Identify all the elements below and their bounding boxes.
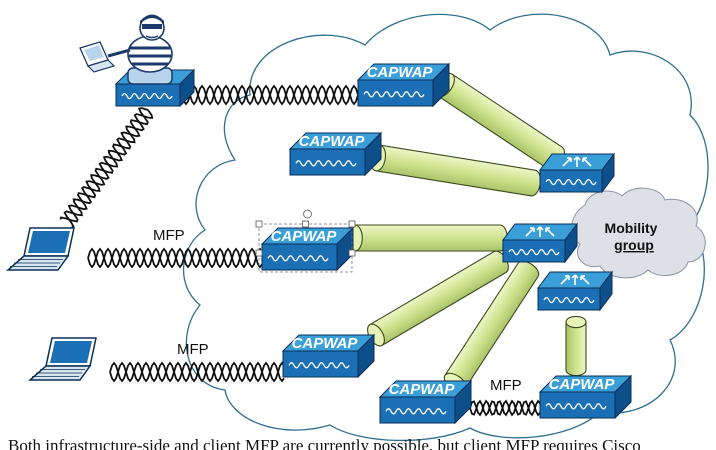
access-point-icon: CAPWAP (255, 209, 356, 273)
rogue-attacker (79, 14, 173, 85)
access-point-icon: CAPWAP (378, 379, 473, 425)
wireless-link-icon (87, 247, 263, 269)
figure-caption: Both infrastructure-side and client MFP … (8, 436, 641, 450)
wireless-link-icon (59, 107, 154, 229)
wireless-link-icon (469, 399, 543, 417)
thief-icon (79, 14, 173, 85)
mfp-link-label: MFP (177, 341, 209, 358)
wireless-link-layer (59, 84, 543, 417)
controller-icon (539, 152, 615, 194)
access-point-icon: CAPWAP (281, 333, 376, 379)
mobility-group-cloud: Mobility group (570, 187, 706, 279)
laptop-icon (28, 337, 97, 381)
access-point-label: CAPWAP (549, 376, 616, 393)
controller-icon (502, 222, 578, 264)
access-point-icon: CAPWAP (356, 62, 451, 108)
laptop-icon (6, 227, 75, 271)
access-point-label: CAPWAP (271, 228, 338, 245)
wireless-cloud-outline (182, 13, 709, 442)
device-layer: CAPWAP CAPWAP CAPWAP CAPWAP CAPWAP CAPWAP (6, 62, 633, 425)
mfp-link-label: MFP (490, 377, 522, 394)
tunnel-icon (565, 315, 587, 377)
access-point-label: CAPWAP (367, 64, 434, 81)
mobility-group-label-line2: group (614, 237, 654, 253)
cloud-icon (570, 187, 706, 279)
mobility-group-label-line1: Mobility (605, 220, 658, 236)
wireless-link-icon (181, 84, 359, 106)
tunnel-icon (369, 144, 542, 197)
access-point-icon: CAPWAP (538, 374, 633, 420)
controller-icon (537, 270, 613, 312)
access-point-icon: CAPWAP (288, 131, 383, 177)
access-point-label: CAPWAP (389, 381, 456, 398)
tunnel-icon (347, 224, 508, 252)
access-point-label: CAPWAP (292, 335, 359, 352)
label-layer: MFP MFP MFP (153, 227, 522, 394)
selection-handles (255, 209, 356, 273)
mfp-link-label: MFP (153, 227, 185, 244)
access-point-label: CAPWAP (299, 133, 366, 150)
wireless-link-icon (109, 361, 285, 383)
